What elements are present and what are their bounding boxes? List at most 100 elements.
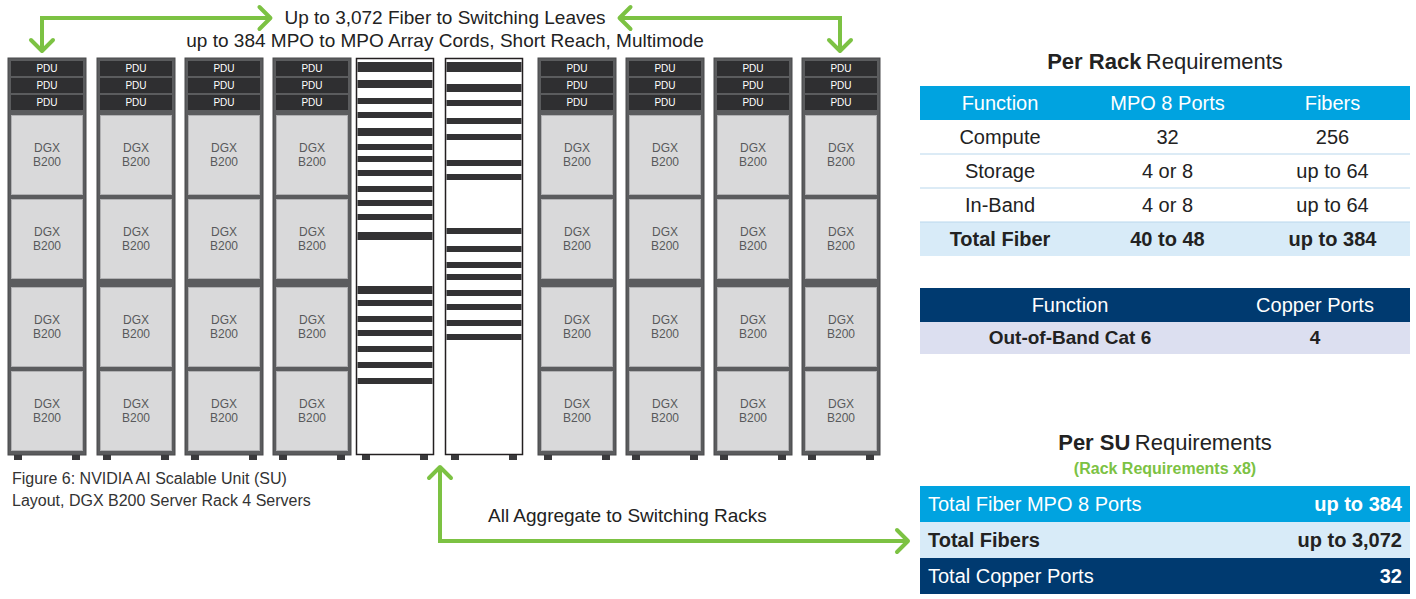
server-label: DGX B200: [27, 225, 67, 254]
switch-unit: [447, 174, 522, 180]
table-text: Fibers: [1305, 92, 1361, 115]
server-rack: [538, 58, 616, 455]
pdu-label: PDU: [830, 63, 851, 74]
table-text: Per SU: [1058, 430, 1130, 456]
server-label: DGX B200: [645, 225, 685, 254]
pdu-unit: PDU: [805, 61, 877, 76]
pdu-unit: PDU: [276, 61, 348, 76]
server-box: DGX B200: [717, 199, 789, 279]
server-label: DGX B200: [557, 313, 597, 342]
text-cell: Up to 3,072 Fiber to Switching Leaves: [165, 5, 725, 31]
text-cell: Storage: [920, 154, 1080, 188]
table-text: Function: [1032, 294, 1109, 317]
pdu-label: PDU: [654, 63, 675, 74]
pdu-label: PDU: [125, 97, 146, 108]
rack-foot: [103, 455, 111, 460]
server-box: DGX B200: [11, 199, 83, 279]
table-title: Per SURequirements: [920, 428, 1410, 458]
rack-foot: [72, 455, 80, 460]
switch-unit: [358, 316, 433, 322]
server-label: DGX B200: [557, 225, 597, 254]
server-box: DGX B200: [100, 199, 172, 279]
text-cell: Fibers: [1255, 86, 1410, 120]
pdu-label: PDU: [742, 97, 763, 108]
arrow-head: [429, 467, 451, 478]
pdu-unit: PDU: [629, 95, 701, 110]
text-cell: Total Copper Ports: [928, 558, 1248, 594]
table-text: up to 3,072: [1298, 529, 1402, 552]
table-row: [920, 288, 1410, 322]
table-text: Total Fibers: [928, 529, 1040, 552]
server-box: DGX B200: [11, 115, 83, 195]
pdu-unit: PDU: [11, 61, 83, 76]
server-label: DGX B200: [645, 397, 685, 426]
table-text: Requirements: [1146, 49, 1283, 75]
table-text: Total Fiber: [950, 228, 1051, 251]
text-cell: Per SU: [1058, 430, 1130, 456]
server-box: DGX B200: [100, 287, 172, 367]
switch-unit: [358, 112, 433, 118]
text-cell: Function: [920, 86, 1080, 120]
pdu-unit: PDU: [629, 78, 701, 93]
server-box: DGX B200: [188, 287, 260, 367]
server-box: DGX B200: [805, 115, 877, 195]
server-label: DGX B200: [116, 313, 156, 342]
switch-unit: [358, 214, 433, 220]
text-cell: Compute: [920, 120, 1080, 154]
table-text: 40 to 48: [1130, 228, 1204, 251]
switch-unit: [358, 200, 433, 206]
pdu-label: PDU: [566, 97, 587, 108]
server-label: DGX B200: [27, 313, 67, 342]
pdu-label: PDU: [36, 97, 57, 108]
switch-rack: [446, 59, 523, 455]
text-cell: 4: [1220, 322, 1410, 354]
text-cell: 32: [1080, 120, 1255, 154]
switch-unit: [358, 156, 433, 162]
server-label: DGX B200: [204, 397, 244, 426]
caption-box: Figure 6: NVIDIA AI Scalable Unit (SU) L…: [12, 468, 342, 511]
rack-foot: [362, 455, 370, 460]
server-rack: [185, 58, 263, 455]
figure-caption: Figure 6: NVIDIA AI Scalable Unit (SU) L…: [12, 468, 342, 511]
switch-unit: [447, 262, 522, 268]
switch-unit: [447, 320, 522, 326]
server-box: DGX B200: [276, 371, 348, 451]
table-text: Requirements: [1135, 430, 1272, 456]
table-text: Total Copper Ports: [928, 565, 1094, 588]
switch-unit: [447, 246, 522, 252]
switch-unit: [358, 362, 433, 368]
server-box: DGX B200: [276, 199, 348, 279]
server-label: DGX B200: [204, 313, 244, 342]
pdu-unit: PDU: [276, 95, 348, 110]
server-label: DGX B200: [733, 225, 773, 254]
text-cell: MPO 8 Ports: [1080, 86, 1255, 120]
server-label: DGX B200: [733, 313, 773, 342]
rack-foot: [249, 455, 257, 460]
pdu-unit: PDU: [100, 78, 172, 93]
pdu-unit: PDU: [541, 95, 613, 110]
annotation: Up to 3,072 Fiber to Switching Leaves: [284, 7, 605, 29]
text-cell: Total Fiber: [920, 222, 1080, 256]
server-label: DGX B200: [116, 397, 156, 426]
server-label: DGX B200: [821, 141, 861, 170]
switch-unit: [358, 286, 433, 294]
switch-unit: [358, 80, 433, 88]
table-text: (Rack Requirements x8): [1074, 460, 1256, 478]
table-row: [920, 120, 1410, 154]
rack-foot: [808, 455, 816, 460]
server-box: DGX B200: [629, 199, 701, 279]
table-row: [920, 188, 1410, 222]
pdu-unit: PDU: [276, 78, 348, 93]
server-label: DGX B200: [557, 397, 597, 426]
server-label: DGX B200: [645, 313, 685, 342]
pdu-label: PDU: [742, 80, 763, 91]
text-cell: 40 to 48: [1080, 222, 1255, 256]
table-row: [920, 522, 1410, 558]
table-text: 4 or 8: [1142, 160, 1193, 183]
text-cell: up to 64: [1255, 154, 1410, 188]
pdu-unit: PDU: [11, 78, 83, 93]
table-text: Function: [962, 92, 1039, 115]
text-cell: 32: [1250, 558, 1402, 594]
switch-unit: [447, 274, 522, 280]
pdu-label: PDU: [301, 97, 322, 108]
